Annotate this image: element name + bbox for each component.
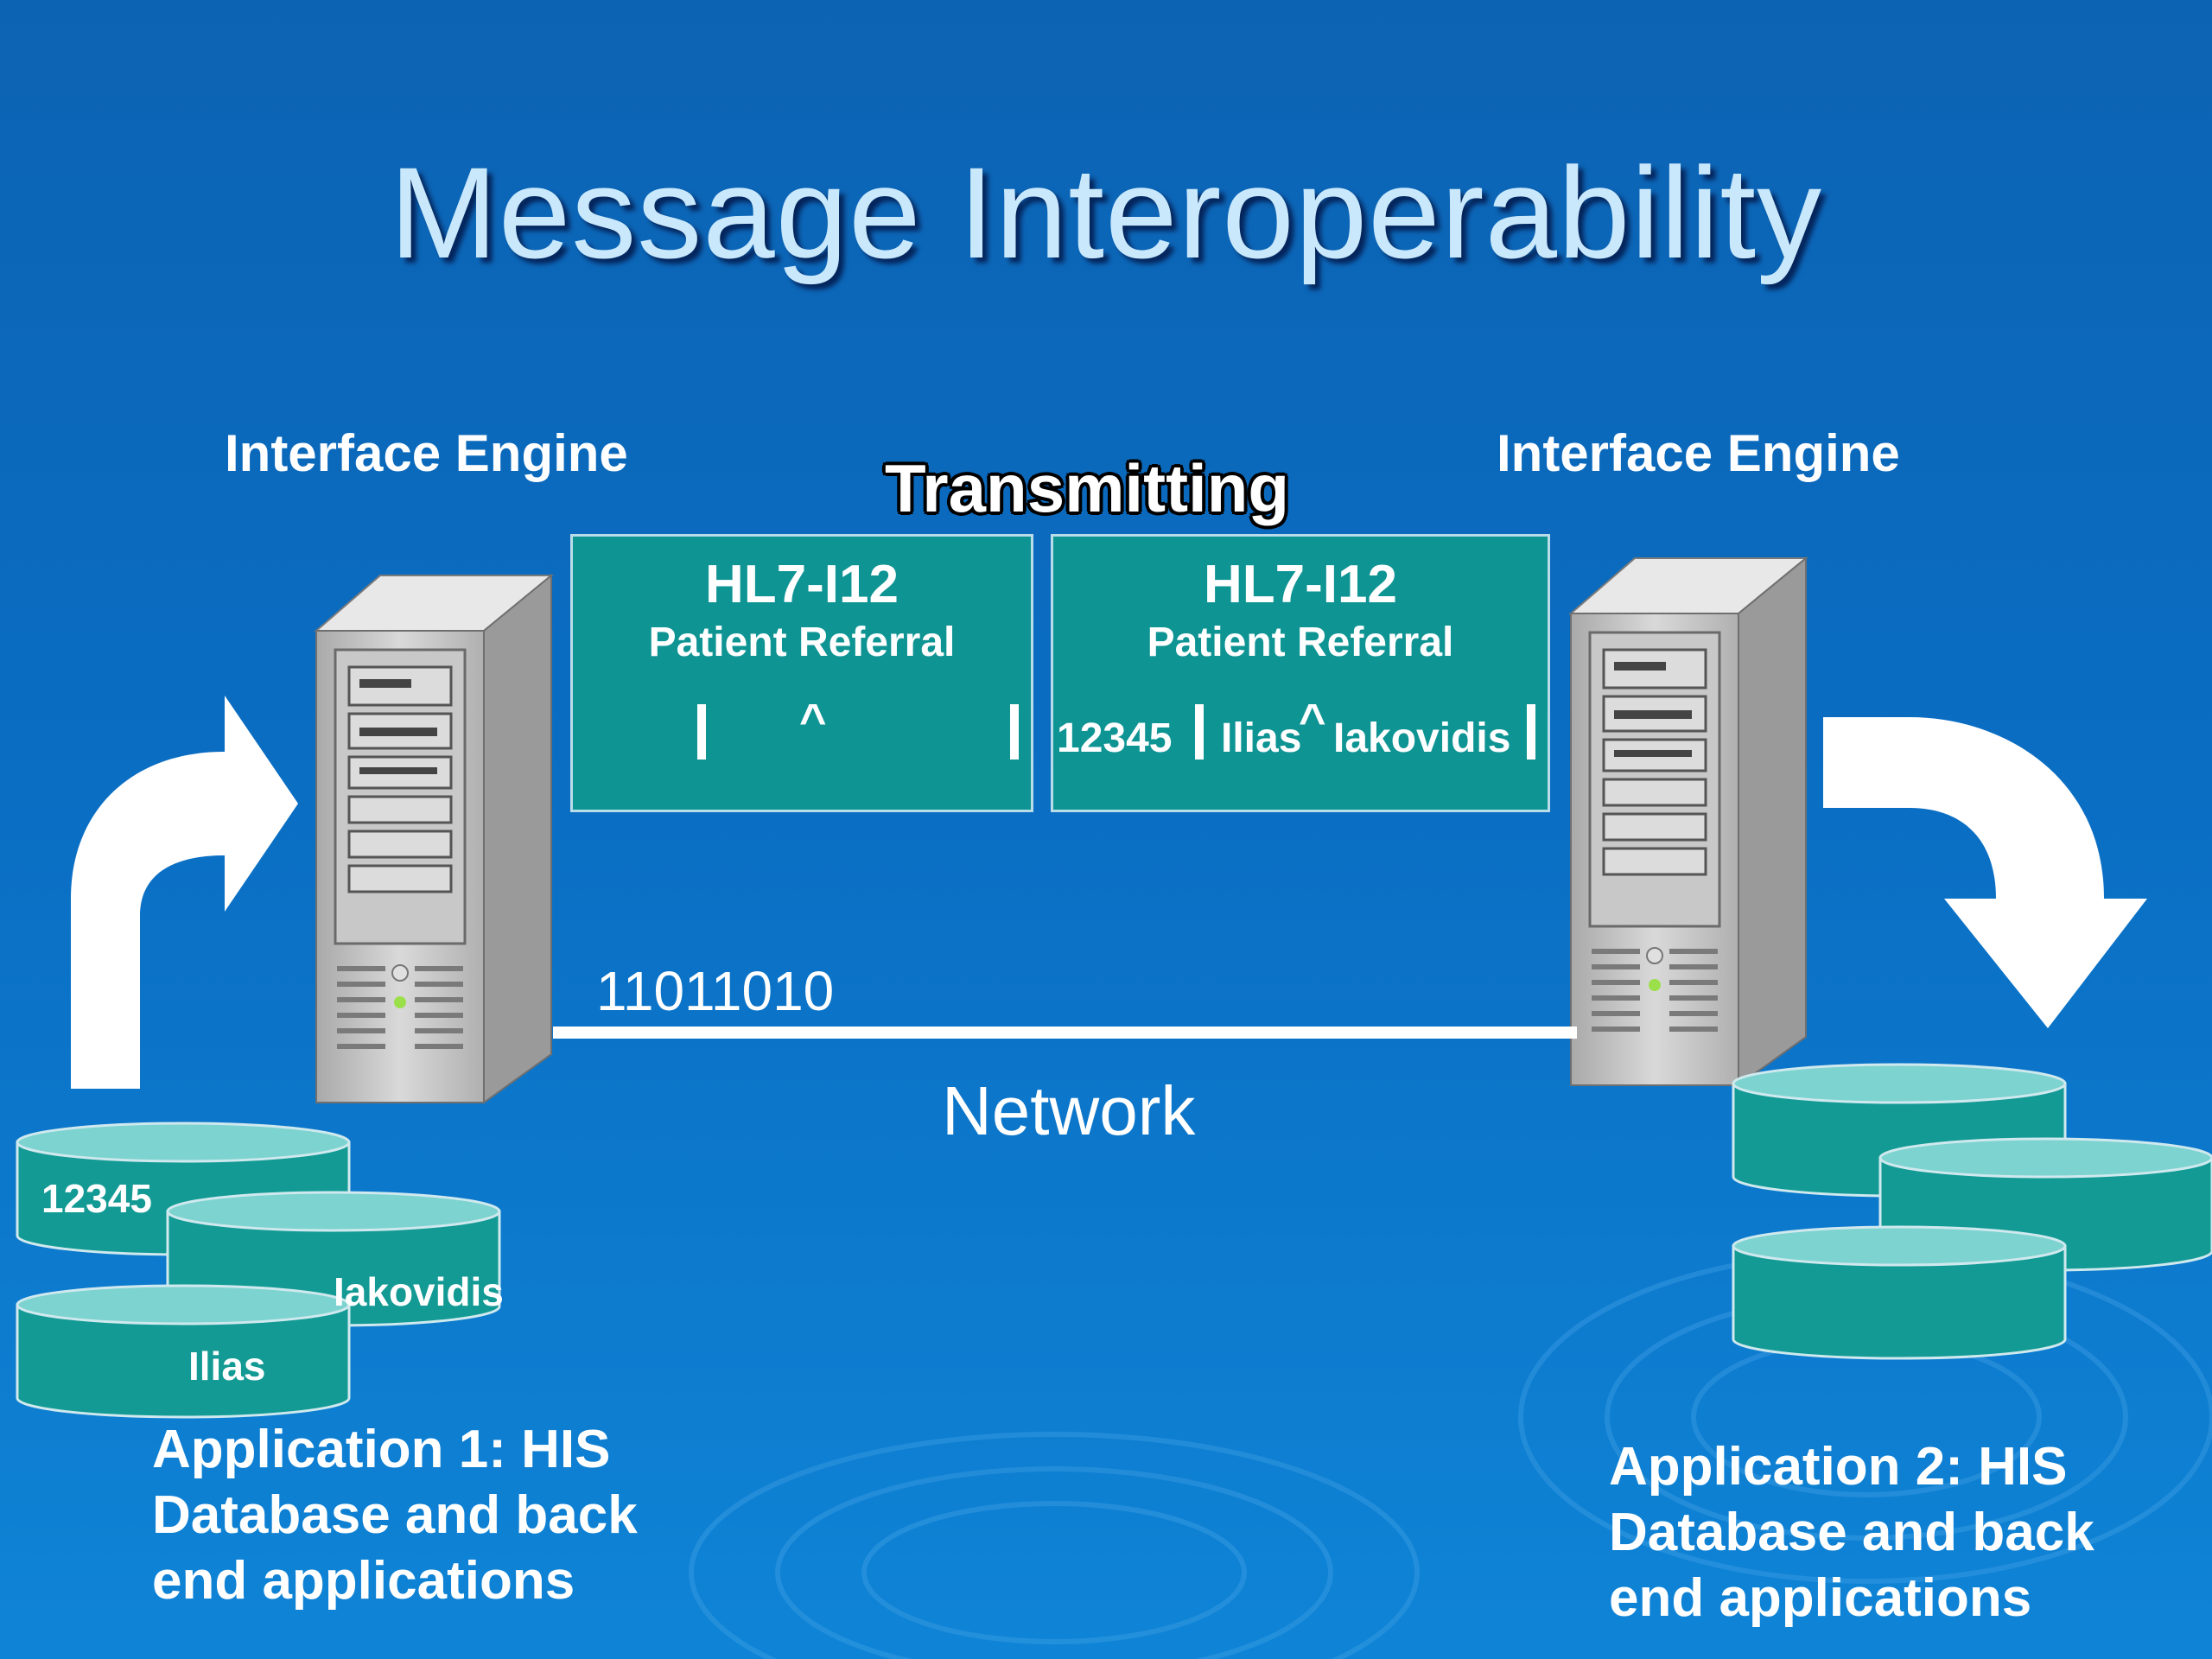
- application-2-label: Application 2: HIS Database and back end…: [1609, 1434, 2094, 1631]
- patient-last-name: Iakovidis: [1333, 715, 1511, 761]
- database-cylinders-left: [16, 1122, 501, 1419]
- app-label-line: Application 2: HIS: [1609, 1437, 2068, 1497]
- patient-id: 12345: [1057, 715, 1173, 761]
- app-label-line: Database and back: [1609, 1503, 2094, 1562]
- server-icon: [1568, 556, 1808, 1087]
- message-type: Patient Referral: [648, 620, 956, 665]
- message-code: HL7-I12: [705, 555, 899, 614]
- network-label: Network: [942, 1072, 1196, 1149]
- db-patient-id: 12345: [41, 1176, 152, 1221]
- application-1-label: Application 1: HIS Database and back end…: [152, 1417, 638, 1614]
- message-type: Patient Referral: [1147, 620, 1454, 665]
- message-code: HL7-I12: [1204, 555, 1397, 614]
- app-label-line: Database and back: [152, 1485, 638, 1545]
- app-label-line: Application 1: HIS: [152, 1420, 611, 1479]
- db-patient-first-name: Ilias: [188, 1344, 266, 1389]
- db-patient-last-name: Iakovidis: [334, 1269, 504, 1314]
- right-interface-engine-label: Interface Engine: [1497, 424, 1900, 482]
- arrow-right-down-icon: [1823, 717, 2147, 1028]
- server-icon: [314, 573, 554, 1104]
- message-box-left: HL7-I12 Patient Referral ^: [570, 534, 1033, 812]
- message-box-right: HL7-I12 Patient Referral 12345 Ilias ^ I…: [1051, 534, 1550, 812]
- component-separator: ^: [1299, 695, 1326, 747]
- app-label-line: end applications: [152, 1551, 575, 1611]
- database-cylinder: [1732, 1225, 2067, 1360]
- field-separator: [1527, 704, 1535, 760]
- database-cylinders-right: [1732, 1063, 2212, 1360]
- left-interface-engine-label: Interface Engine: [225, 424, 628, 482]
- component-separator: ^: [799, 695, 827, 747]
- app-label-line: end applications: [1609, 1568, 2032, 1628]
- slide-title: Message Interoperability: [389, 140, 1823, 285]
- field-separator: [697, 704, 706, 760]
- patient-first-name: Ilias: [1221, 715, 1302, 761]
- database-cylinder: [16, 1284, 351, 1419]
- field-separator: [1195, 704, 1204, 760]
- field-separator: [1010, 704, 1019, 760]
- network-line: [553, 1027, 1577, 1039]
- network-bits: 11011010: [596, 960, 835, 1022]
- arrow-up-right-icon: [71, 696, 298, 1089]
- transmitting-label: Transmitting: [884, 450, 1290, 526]
